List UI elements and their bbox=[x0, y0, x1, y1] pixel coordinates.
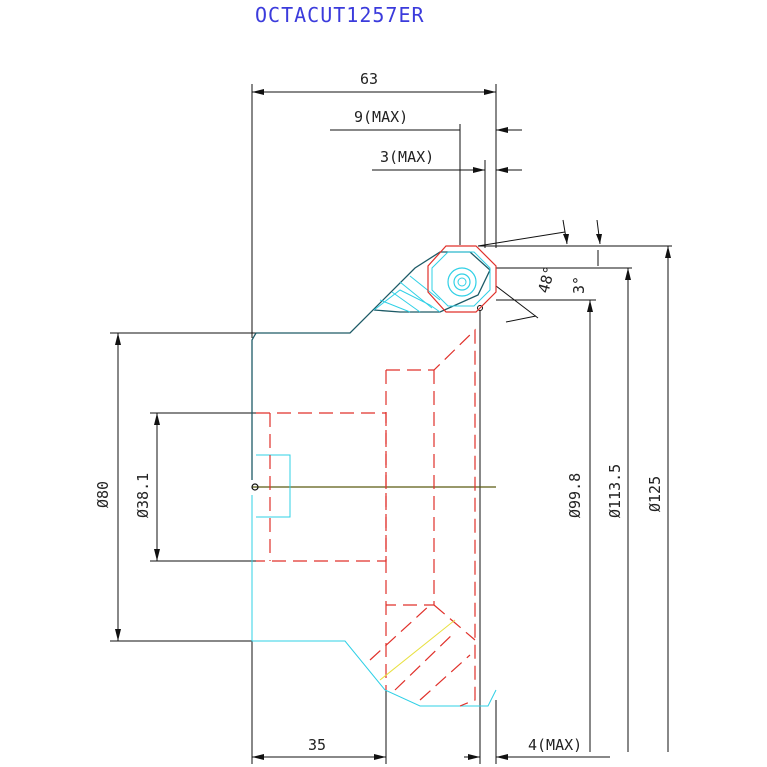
dim-9max-label: 9(MAX) bbox=[354, 108, 408, 126]
dimension-dia-38: Ø38.1 bbox=[134, 412, 256, 562]
dimension-4max: 4(MAX) bbox=[464, 310, 610, 764]
dimension-63: 63 bbox=[251, 70, 497, 338]
dim-63-label: 63 bbox=[360, 70, 378, 88]
dimension-dia-113: Ø113.5 bbox=[606, 268, 631, 752]
dia-38-label: Ø38.1 bbox=[134, 473, 152, 518]
drawing-title: OCTACUT1257ER bbox=[255, 3, 425, 27]
hidden-lines bbox=[256, 328, 476, 707]
octagon-insert bbox=[427, 245, 497, 313]
dimension-3max: 3(MAX) bbox=[372, 148, 522, 248]
dia-113-label: Ø113.5 bbox=[606, 464, 624, 518]
angle-markers: 48° 3° bbox=[477, 219, 672, 323]
dia-80-label: Ø80 bbox=[94, 481, 112, 508]
dim-4max-label: 4(MAX) bbox=[528, 736, 582, 754]
dim-35-label: 35 bbox=[308, 736, 326, 754]
dimension-9max: 9(MAX) bbox=[330, 108, 522, 245]
dia-99-label: Ø99.8 bbox=[566, 473, 584, 518]
angle-48-label: 48° bbox=[534, 264, 558, 295]
dim-3max-label: 3(MAX) bbox=[380, 148, 434, 166]
dimension-dia-125: Ø125 bbox=[646, 246, 671, 752]
dimension-dia-99: Ø99.8 bbox=[566, 300, 593, 752]
dimension-35: 35 bbox=[251, 641, 387, 764]
angle-3-label: 3° bbox=[570, 276, 588, 294]
dia-125-label: Ø125 bbox=[646, 476, 664, 512]
dimension-dia-80: Ø80 bbox=[94, 332, 256, 642]
cyan-outline bbox=[251, 275, 497, 707]
center-marks bbox=[379, 619, 456, 681]
cutter-body-outline bbox=[251, 251, 496, 491]
